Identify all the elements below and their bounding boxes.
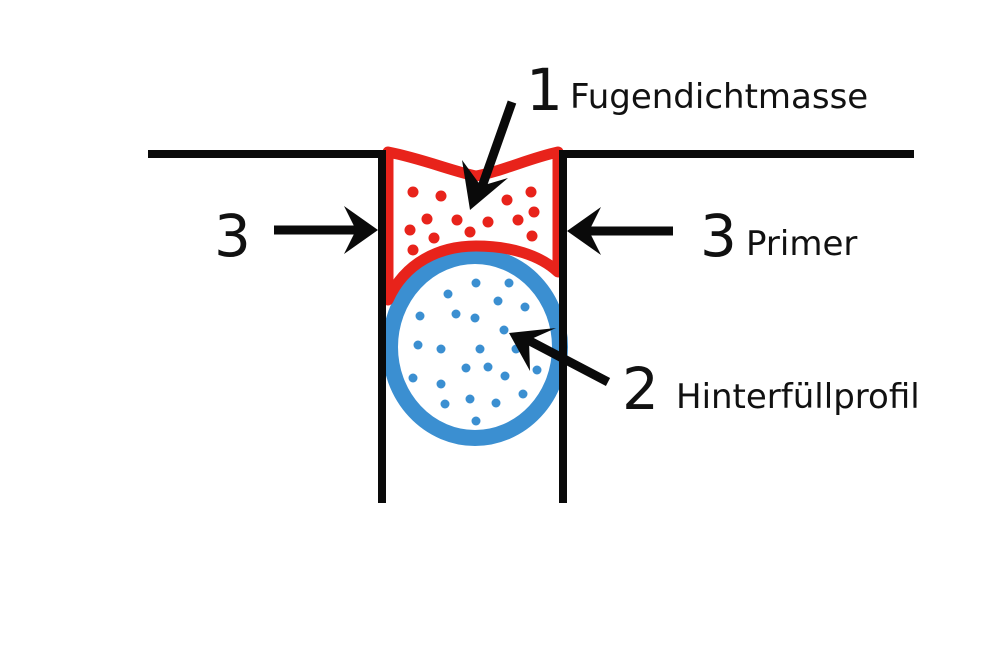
label-primer-left: 3 [214,202,251,270]
backer-rod-dot [493,296,503,306]
backer-rod-dot [436,379,446,389]
sealant-dot [525,186,537,198]
backer-rod-dot [483,362,493,372]
joint-walls [148,150,914,503]
label-number: 3 [700,202,737,270]
backer-rod-dot [451,309,461,319]
label-text: Fugendichtmasse [570,77,868,117]
label-number: 1 [526,56,563,124]
left-surface [148,150,386,503]
label-sealant: 1 Fugendichtmasse [526,56,868,124]
sealant-dot [512,214,524,226]
sealant-dot [428,232,440,244]
label-number: 2 [622,355,659,423]
right-surface [559,150,914,503]
sealant [382,146,564,306]
backer-rod-dot [532,365,542,375]
sealant-dot [435,190,447,202]
backer-rod-dot [504,278,514,288]
backer-rod-dot [436,344,446,354]
arrow-sealant [462,100,517,210]
label-text: Primer [746,224,857,264]
sealant-dot [407,186,419,198]
backer-rod-dot [465,394,475,404]
sealant-dot [526,230,538,242]
label-number: 3 [214,202,251,270]
backer-rod-dot [518,389,528,399]
backer-rod-dot [500,371,510,381]
sealant-dot [404,224,416,236]
sealant-dots [404,186,540,256]
backer-rod-dot [471,278,481,288]
backer-rod-dot [461,363,471,373]
arrow-backer-rod [509,328,611,386]
backer-rod-dot [499,325,509,335]
backer-rod-dot [475,344,485,354]
backer-rod-dot [415,311,425,321]
arrow-primer-left [274,206,378,254]
backer-rod-dots [408,278,542,426]
sealant-dot [464,226,476,238]
arrows [274,100,673,386]
backer-rod-dot [470,313,480,323]
sealant-dot [421,213,433,225]
label-backer-rod: 2 Hinterfüllprofil [622,355,920,423]
label-primer-right: 3 Primer [700,202,857,270]
sealant-dot [528,206,540,218]
backer-rod-dot [520,302,530,312]
backer-rod-dot [413,340,423,350]
backer-rod-dot [408,373,418,383]
backer-rod-dot [471,416,481,426]
sealant-dot [407,244,419,256]
sealant-dot [451,214,463,226]
label-text: Hinterfüllprofil [676,377,920,417]
sealant-body [382,146,564,306]
arrow-primer-right [567,207,673,255]
sealant-dot [501,194,513,206]
backer-rod-dot [440,399,450,409]
backer-rod-dot [443,289,453,299]
sealant-dot [482,216,494,228]
backer-rod-dot [491,398,501,408]
